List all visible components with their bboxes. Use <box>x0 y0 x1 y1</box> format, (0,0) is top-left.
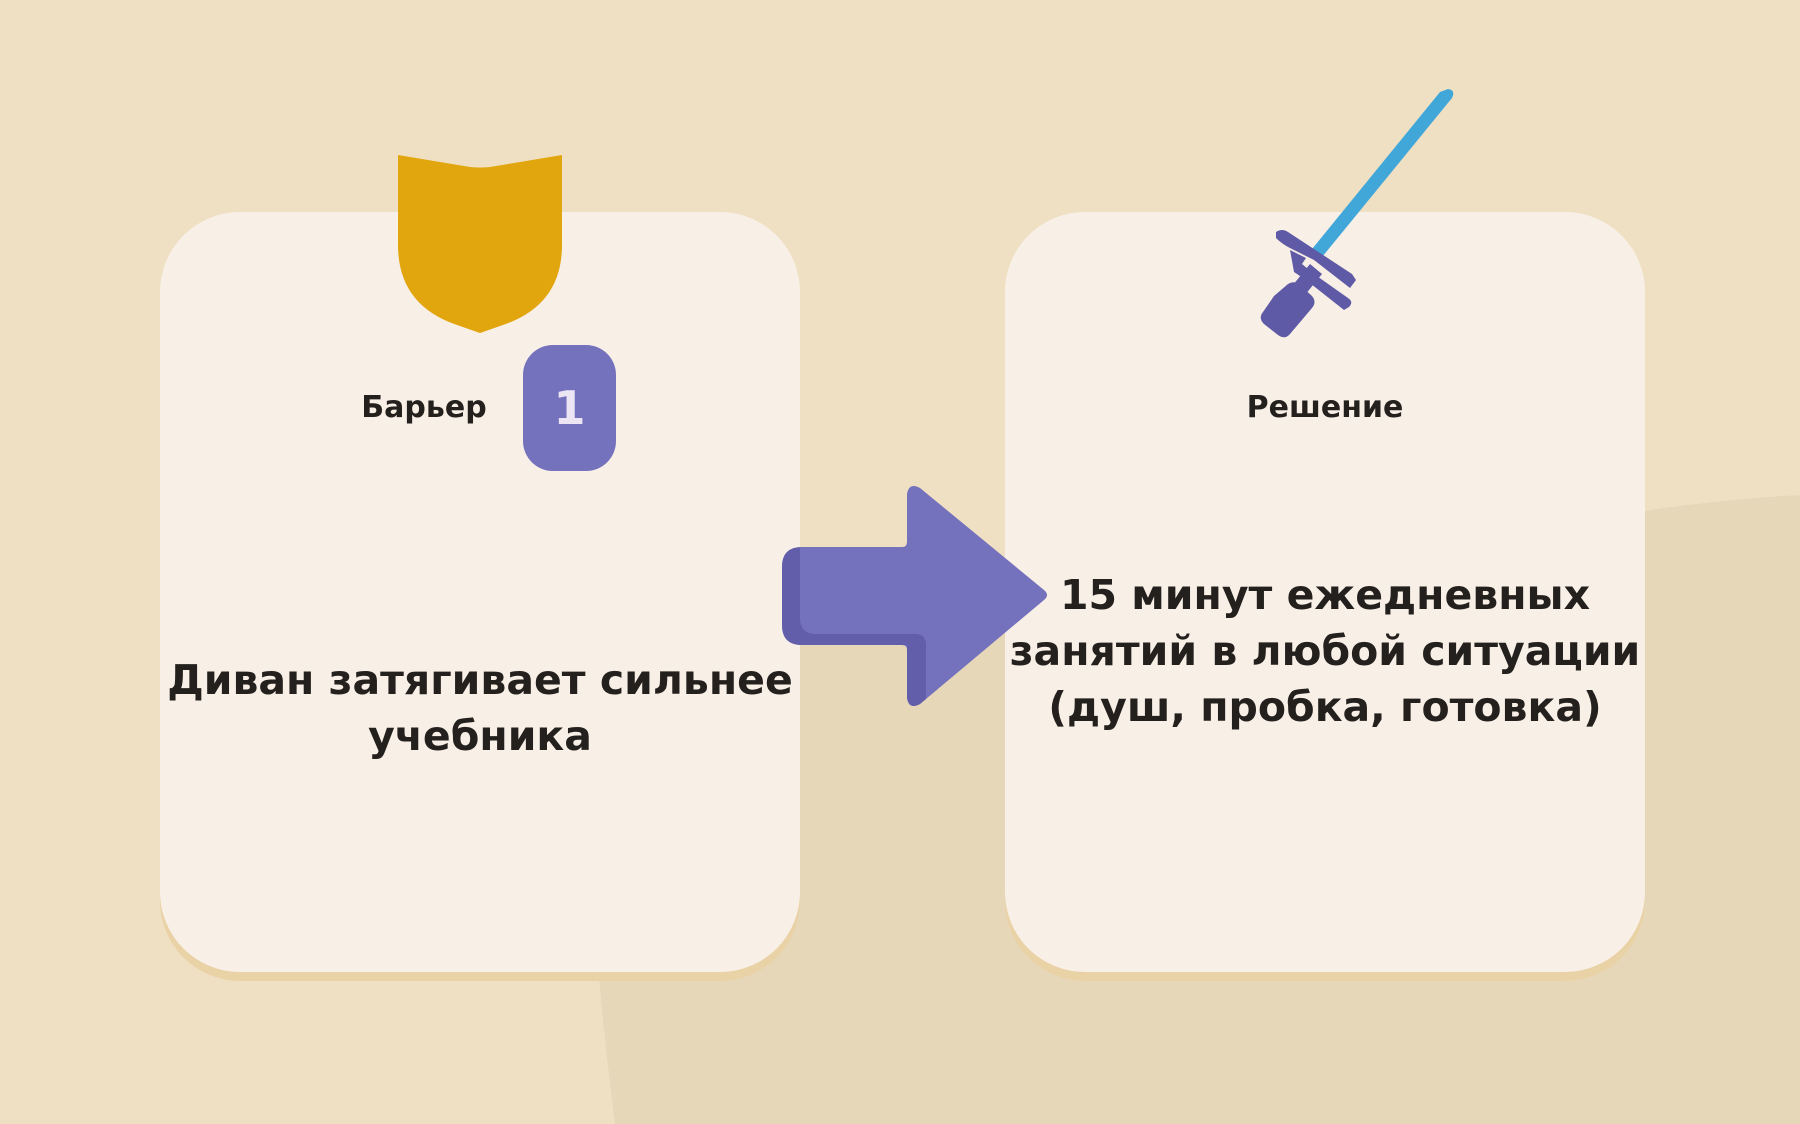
barrier-text: Диван затягивает сильнее учебника <box>167 656 793 760</box>
solution-card: Решение 15 минут ежедневных занятий в лю… <box>1005 212 1645 972</box>
solution-text: 15 минут ежедневных занятий в любой ситу… <box>1009 571 1641 731</box>
shield-icon <box>398 155 562 333</box>
barrier-card: Барьер 1 Диван затягивает сильнее учебни… <box>160 212 800 972</box>
sword-icon <box>1260 89 1454 338</box>
barrier-number-badge: 1 <box>523 345 616 471</box>
solution-label: Решение <box>1246 390 1404 425</box>
right-arrow-icon <box>782 486 1047 706</box>
barrier-label: Барьер <box>361 390 487 425</box>
